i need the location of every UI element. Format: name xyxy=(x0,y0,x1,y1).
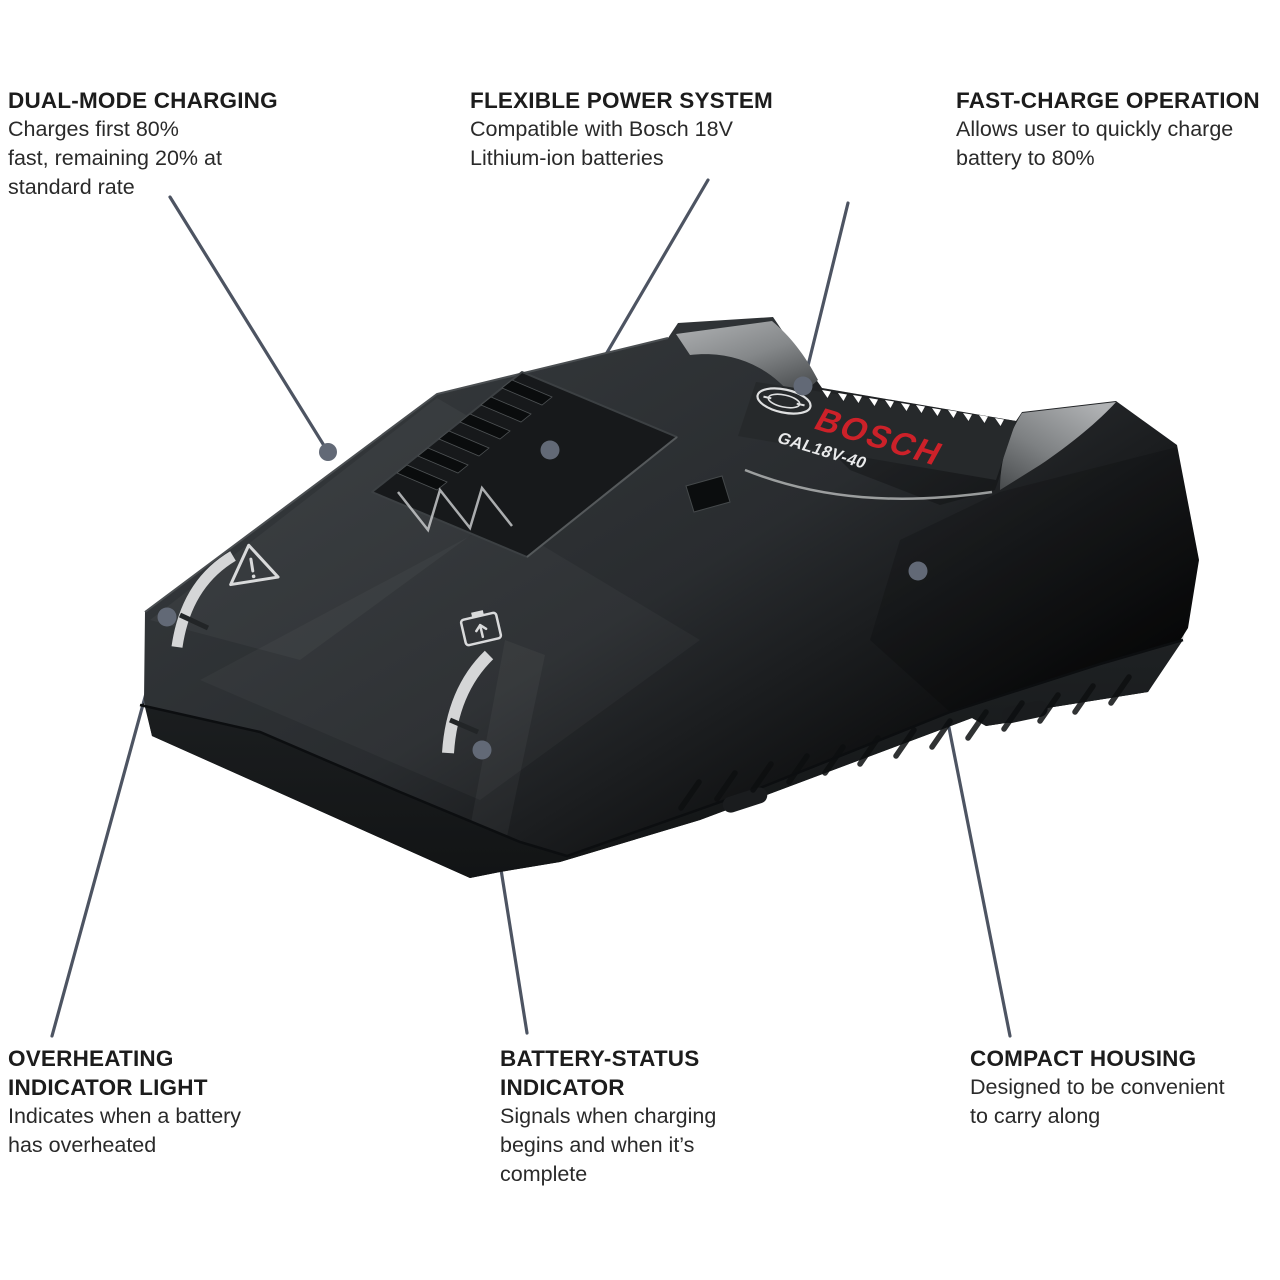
dot-overheating xyxy=(157,607,177,627)
battery-rail-slot xyxy=(371,371,731,558)
callout-body-line: Signals when charging xyxy=(500,1104,717,1128)
serrated-edge xyxy=(822,390,1004,426)
callout-title: FLEXIBLE POWER SYSTEM xyxy=(470,88,773,113)
base-seam xyxy=(139,638,1184,858)
leader-dots xyxy=(157,376,928,760)
callout-body-line: Allows user to quickly charge xyxy=(956,117,1234,141)
callout-title: FAST-CHARGE OPERATION xyxy=(956,88,1260,113)
callout-body-line: complete xyxy=(500,1162,588,1186)
battery-status-indicator-light xyxy=(442,650,494,754)
callout-body-line: battery to 80% xyxy=(956,146,1095,170)
leader-line-dual-mode xyxy=(168,195,330,454)
callout-title: INDICATOR xyxy=(500,1075,625,1100)
callout-flexible-power-system: FLEXIBLE POWER SYSTEM Compatible with Bo… xyxy=(470,86,810,173)
callout-title: INDICATOR LIGHT xyxy=(8,1075,208,1100)
dock-wing-right xyxy=(1000,402,1116,490)
overheating-indicator-light xyxy=(171,551,236,648)
callout-body-line: standard rate xyxy=(8,175,135,199)
callout-body-line: has overheated xyxy=(8,1133,157,1157)
strip-crease-left xyxy=(178,612,210,631)
callout-fast-charge-operation: FAST-CHARGE OPERATION Allows user to qui… xyxy=(956,86,1276,173)
callout-title: OVERHEATING xyxy=(8,1046,174,1071)
release-clip xyxy=(685,475,731,513)
callout-body-line: Lithium-ion batteries xyxy=(470,146,664,170)
bosch-emblem-icon xyxy=(756,387,812,415)
edge-highlight xyxy=(144,337,669,613)
slot-vent-slats xyxy=(396,379,553,491)
callout-body-line: Compatible with Bosch 18V xyxy=(470,117,733,141)
battery-icon xyxy=(459,610,503,647)
dock-wing-left xyxy=(676,321,818,400)
callout-body-line: begins and when it’s xyxy=(500,1133,695,1157)
front-corner-sheen xyxy=(465,640,545,870)
slot-inner-edge xyxy=(526,436,678,558)
warning-triangle-icon xyxy=(229,543,280,587)
callout-title: DUAL-MODE CHARGING xyxy=(8,88,278,113)
label-strip xyxy=(738,382,1016,480)
dock-rim-highlight xyxy=(744,468,993,500)
callout-body-line: to carry along xyxy=(970,1104,1101,1128)
callout-body-line: Indicates when a battery xyxy=(8,1104,242,1128)
callout-overheating-indicator: OVERHEATING INDICATOR LIGHT Indicates wh… xyxy=(8,1044,328,1160)
dot-flexible-power xyxy=(540,440,560,460)
leader-line-fast-charge xyxy=(801,201,850,388)
rubber-foot-left xyxy=(722,787,768,813)
dot-fast-charge xyxy=(793,376,813,396)
callout-title: COMPACT HOUSING xyxy=(970,1046,1197,1071)
callout-dual-mode-charging: DUAL-MODE CHARGING Charges first 80% fas… xyxy=(8,86,338,202)
callout-compact-housing: COMPACT HOUSING Designed to be convenien… xyxy=(970,1044,1276,1131)
callout-title: BATTERY-STATUS xyxy=(500,1046,700,1071)
charger-body: BOSCH GAL18V-40 xyxy=(139,317,1199,878)
dot-dual-mode xyxy=(319,443,337,461)
callout-body-line: Designed to be convenient xyxy=(970,1075,1225,1099)
dot-compact-housing xyxy=(908,561,928,581)
callout-battery-status-indicator: BATTERY-STATUS INDICATOR Signals when ch… xyxy=(500,1044,800,1189)
strip-crease-front xyxy=(449,717,479,735)
rail-zigzag-highlight xyxy=(397,485,513,533)
right-face-shadow xyxy=(870,447,1199,712)
callout-body-line: fast, remaining 20% at xyxy=(8,146,222,170)
dot-battery-status xyxy=(472,740,492,760)
charger-base xyxy=(140,640,1183,878)
vent-hatches xyxy=(678,674,1132,811)
callout-body-line: Charges first 80% xyxy=(8,117,179,141)
